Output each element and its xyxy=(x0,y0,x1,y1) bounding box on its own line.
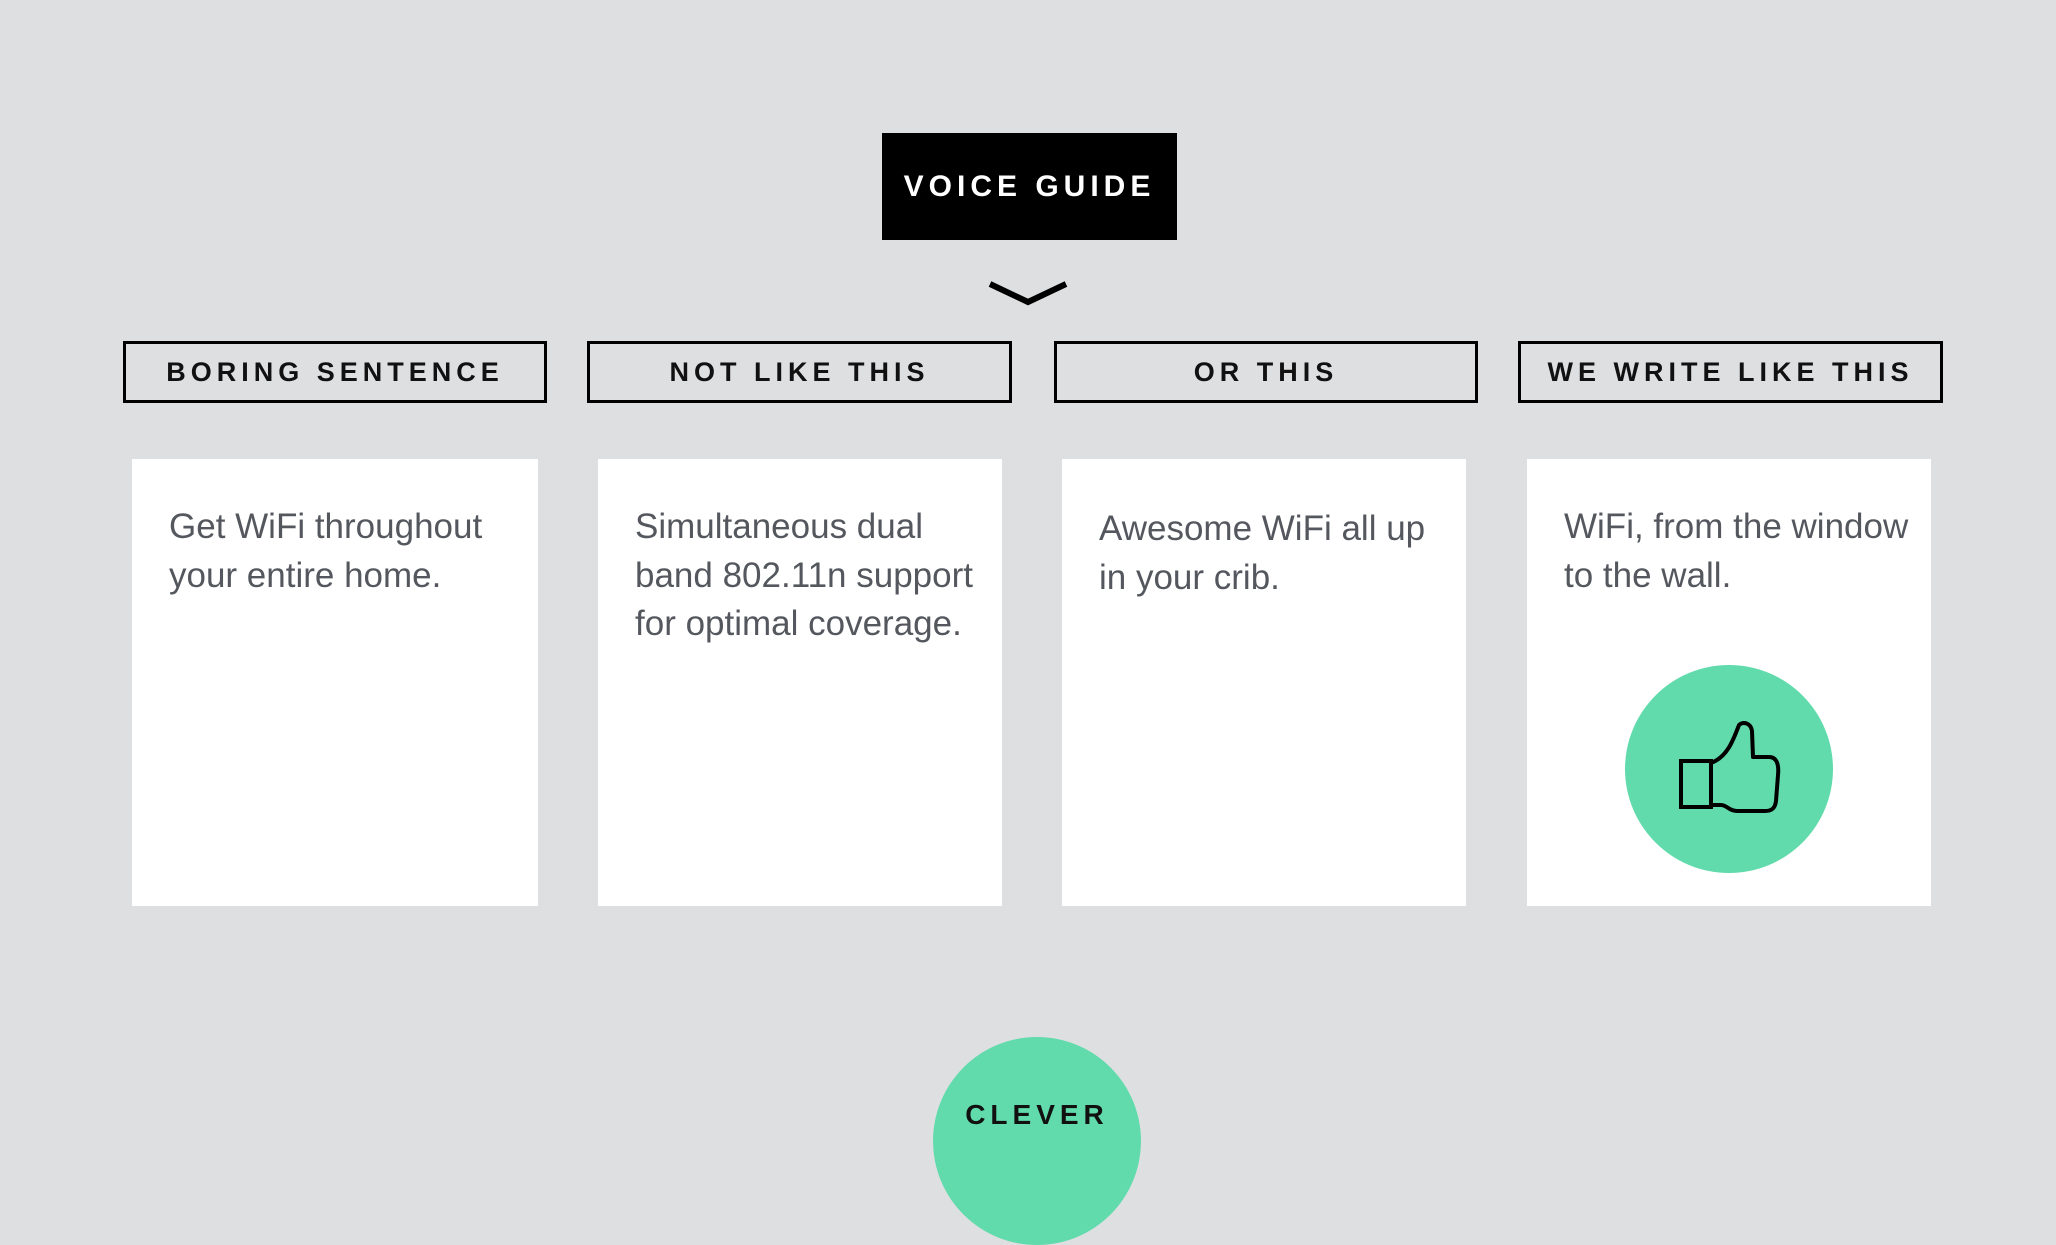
example-card-or-this: Awesome WiFi all up in your crib. xyxy=(1062,459,1466,906)
voice-guide-title: VOICE GUIDE xyxy=(882,133,1177,240)
column-label-or-this: OR THIS xyxy=(1054,341,1478,403)
column-label-boring-sentence: BORING SENTENCE xyxy=(123,341,547,403)
chevron-down-icon xyxy=(988,281,1068,306)
thumbs-up-badge xyxy=(1625,665,1833,873)
clever-label: CLEVER xyxy=(965,1099,1109,1130)
clever-badge: CLEVER xyxy=(933,1037,1141,1245)
example-card-boring: Get WiFi throughout your entire home. xyxy=(132,459,538,906)
card-text: Awesome WiFi all up in your crib. xyxy=(1099,509,1426,597)
example-card-we-write: WiFi, from the window to the wall. xyxy=(1527,459,1931,906)
example-card-not-like-this: Simultaneous dual band 802.11n support f… xyxy=(598,459,1002,906)
card-text: Simultaneous dual band 802.11n support f… xyxy=(635,507,973,643)
card-text: Get WiFi throughout your entire home. xyxy=(169,507,483,595)
column-label-not-like-this: NOT LIKE THIS xyxy=(587,341,1012,403)
card-text: WiFi, from the window to the wall. xyxy=(1564,507,1909,595)
thumbs-up-icon xyxy=(1679,721,1781,813)
column-label-we-write-like-this: WE WRITE LIKE THIS xyxy=(1518,341,1943,403)
